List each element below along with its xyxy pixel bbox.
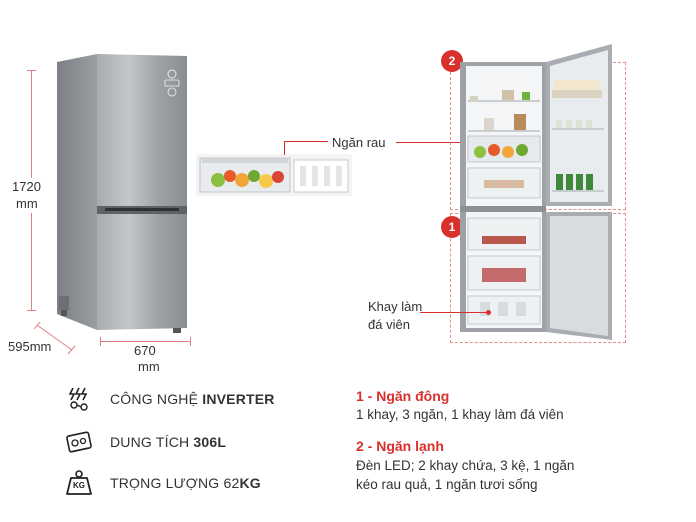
ice-tray-callout-line <box>420 312 488 313</box>
spec-weight-text: TRỌNG LƯỢNG 62KG <box>110 475 261 491</box>
refrigerator-closed-image <box>57 54 187 333</box>
ice-tray-label-line2: đá viên <box>368 317 410 332</box>
spec-capacity: DUNG TÍCH 306L <box>64 427 226 457</box>
height-dimension-tick-top <box>27 70 36 71</box>
height-value: 1720 <box>12 178 41 196</box>
vegetable-drawer-callout-line-left <box>284 141 285 155</box>
inverter-icon <box>64 384 94 414</box>
height-unit: mm <box>16 195 38 213</box>
width-dimension-tick-right <box>190 337 191 346</box>
depth-value: 595mm <box>8 339 52 354</box>
capacity-icon <box>64 427 94 457</box>
vegetable-drawer-callout-line-right <box>396 142 466 143</box>
vegetable-drawer-photo <box>196 154 352 196</box>
height-dimension-tick-bottom <box>27 310 36 311</box>
fridge-badge: 2 <box>441 50 463 72</box>
freezer-badge: 1 <box>441 216 463 238</box>
width-value: 670 <box>134 343 156 358</box>
refrigerator-open-image <box>460 44 612 340</box>
ice-tray-label-line1: Khay làm <box>368 299 423 314</box>
fridge-zone-title: 2 - Ngăn lạnh <box>356 438 444 454</box>
fridge-zone-desc-line2: kéo rau quả, 1 ngăn tươi sống <box>356 477 538 492</box>
width-dimension-tick-left <box>100 337 101 346</box>
vegetable-drawer-callout-line-top <box>284 141 328 142</box>
spec-capacity-text: DUNG TÍCH 306L <box>110 434 227 450</box>
freezer-zone-desc: 1 khay, 3 ngăn, 1 khay làm đá viên <box>356 407 564 422</box>
width-dimension-line <box>100 341 190 342</box>
depth-dimension-line <box>34 322 76 355</box>
weight-icon-label: KG <box>73 481 85 490</box>
fridge-zone-desc-line1: Đèn LED; 2 khay chứa, 3 kệ, 1 ngăn <box>356 458 575 473</box>
freezer-zone-title: 1 - Ngăn đông <box>356 388 450 404</box>
spec-inverter: CÔNG NGHỆ INVERTER <box>64 384 275 414</box>
spec-inverter-text: CÔNG NGHỆ INVERTER <box>110 391 275 407</box>
weight-icon: KG <box>64 468 94 498</box>
spec-weight: KG TRỌNG LƯỢNG 62KG <box>64 468 261 498</box>
vegetable-drawer-label: Ngăn rau <box>332 135 386 150</box>
ice-tray-callout-dot <box>486 310 491 315</box>
width-unit: mm <box>138 359 160 374</box>
